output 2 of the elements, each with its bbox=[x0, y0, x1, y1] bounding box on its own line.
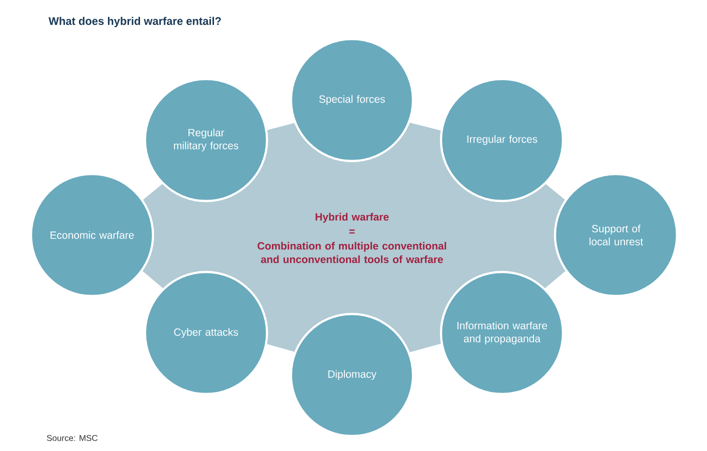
source-note: Source: MSC bbox=[46, 435, 98, 441]
title: What does hybrid warfare entail? bbox=[48, 16, 221, 28]
